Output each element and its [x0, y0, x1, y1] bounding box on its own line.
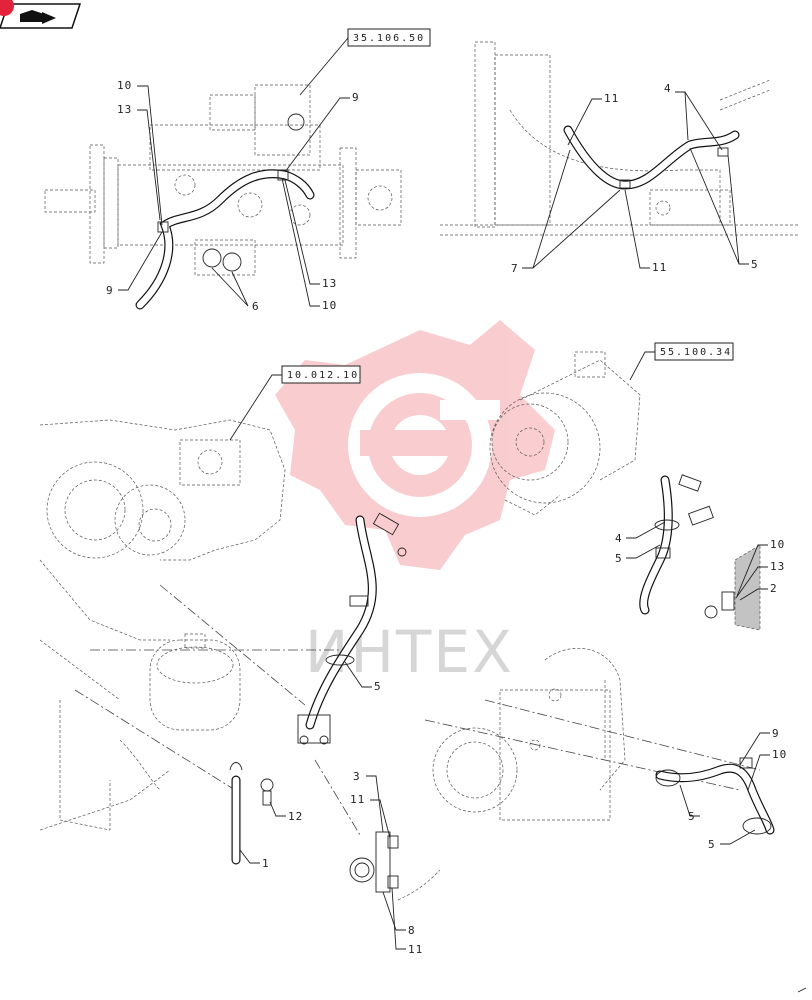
ref-box-pump[interactable] [347, 28, 431, 47]
callout-comp-5-b: 5 [708, 838, 716, 851]
callout-clamp-3: 3 [353, 770, 361, 783]
hose-part-5-engine [297, 512, 407, 745]
callout-pump-9-left: 9 [106, 284, 114, 297]
callout-engine-5: 5 [374, 680, 382, 693]
engine-view [39, 419, 286, 831]
compressor-view [432, 647, 626, 821]
alt-clamp-detail [704, 544, 761, 631]
ref-pump[interactable]: 35.106.50 [353, 33, 425, 44]
callout-alt-10: 10 [770, 538, 785, 551]
callout-pump-9-top: 9 [352, 91, 360, 104]
hydraulic-pump-view [44, 84, 402, 310]
callout-frame-11-top: 11 [604, 92, 619, 105]
hose-part-5-compressor [655, 757, 775, 835]
callout-engine-1: 1 [262, 857, 270, 870]
callout-comp-5-a: 5 [688, 810, 696, 823]
ref-box-alternator[interactable] [654, 342, 734, 361]
alternator-view [489, 351, 641, 516]
hose-part-5-alternator [639, 474, 714, 615]
nav-badge [0, 0, 14, 16]
callout-alt-4: 4 [615, 532, 623, 545]
callout-pump-6: 6 [252, 300, 260, 313]
nav-back-button[interactable] [0, 0, 82, 29]
callout-comp-9: 9 [772, 727, 780, 740]
ref-engine[interactable]: 10.012.10 [287, 370, 359, 381]
callout-pump-10: 10 [117, 79, 132, 92]
callout-comp-10: 10 [772, 748, 787, 761]
clamp-detail [349, 831, 441, 901]
callout-alt-2: 2 [770, 582, 778, 595]
page-back-icon [20, 10, 56, 24]
page-corner-mark [797, 987, 807, 993]
callout-clamp-8: 8 [408, 924, 416, 937]
watermark-text: ИНТЕХ [305, 618, 514, 686]
callout-pump-13: 13 [117, 103, 132, 116]
ref-alternator[interactable]: 55.100.34 [660, 347, 732, 358]
callout-pump-10-right: 10 [322, 299, 337, 312]
watermark-gear-logo [275, 320, 555, 570]
callout-frame-7: 7 [511, 262, 519, 275]
callout-clamp-11-top: 11 [350, 793, 365, 806]
callout-frame-5: 5 [751, 258, 759, 271]
callout-engine-12: 12 [288, 810, 303, 823]
callout-clamp-11-bottom: 11 [408, 943, 423, 956]
callout-alt-5: 5 [615, 552, 623, 565]
callout-alt-13: 13 [770, 560, 785, 573]
callout-pump-13-right: 13 [322, 277, 337, 290]
frame-hose-view [440, 41, 800, 236]
callout-frame-11-bottom: 11 [652, 261, 667, 274]
callout-frame-4: 4 [664, 82, 672, 95]
ref-box-engine[interactable] [281, 365, 361, 384]
hose-part-1 [229, 762, 243, 865]
bolt-part-12 [260, 778, 274, 806]
